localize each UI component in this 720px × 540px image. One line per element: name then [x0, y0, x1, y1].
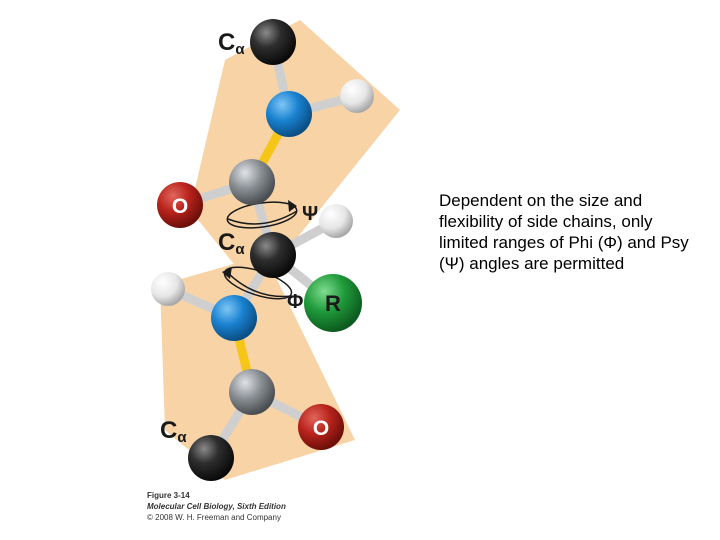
description-text: Dependent on the size and flexibility of… [439, 191, 689, 273]
hydrogen-alpha-atom [319, 204, 353, 238]
book-title: Molecular Cell Biology, Sixth Edition [147, 502, 286, 511]
copyright: © 2008 W. H. Freeman and Company [147, 513, 281, 522]
calpha-bottom-atom [188, 435, 234, 481]
calpha-top-atom [250, 19, 296, 65]
calpha-mid-label: Cα [218, 229, 245, 258]
calpha-bottom-label: Cα [160, 417, 187, 446]
psi-arrow-front [227, 210, 298, 225]
carbonyl-carbon-top-atom [229, 159, 275, 205]
hydrogen-top-atom [340, 79, 374, 113]
r-group-label: R [325, 291, 341, 316]
hydrogen-bottom-atom [151, 272, 185, 306]
oxygen-top-label: O [172, 195, 188, 218]
calpha-mid-atom [250, 232, 296, 278]
r-group-atom [304, 274, 362, 332]
oxygen-top-atom [157, 182, 203, 228]
figure-caption: Figure 3-14 Molecular Cell Biology, Sixt… [147, 490, 286, 523]
calpha-top-label: Cα [218, 29, 245, 58]
psi-label: Ψ [302, 203, 318, 225]
phi-label: Φ [287, 291, 303, 313]
figure-number: Figure 3-14 [147, 491, 190, 500]
oxygen-bottom-atom [298, 404, 344, 450]
phi-arrow-front [226, 271, 293, 298]
nitrogen-bottom-atom [211, 295, 257, 341]
carbonyl-carbon-bottom-atom [229, 369, 275, 415]
nitrogen-top-atom [266, 91, 312, 137]
oxygen-bottom-label: O [313, 417, 329, 440]
